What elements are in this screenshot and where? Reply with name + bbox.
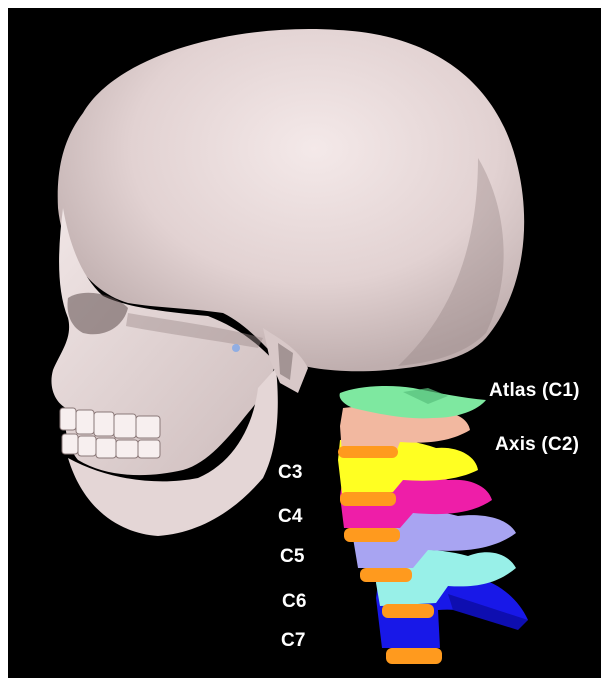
label-c4: C4 (278, 506, 303, 528)
label-c3: C3 (278, 462, 303, 484)
label-c5: C5 (280, 546, 305, 568)
skull-and-cervical-spine-drawing (8, 8, 601, 678)
label-axis-c2: Axis (C2) (495, 434, 579, 456)
label-c6: C6 (282, 591, 307, 613)
label-c7: C7 (281, 630, 306, 652)
cervical-spine (338, 386, 528, 664)
label-atlas-c1: Atlas (C1) (489, 380, 580, 402)
anatomy-illustration: Atlas (C1) Axis (C2) C3 C4 C5 C6 C7 (8, 8, 601, 678)
